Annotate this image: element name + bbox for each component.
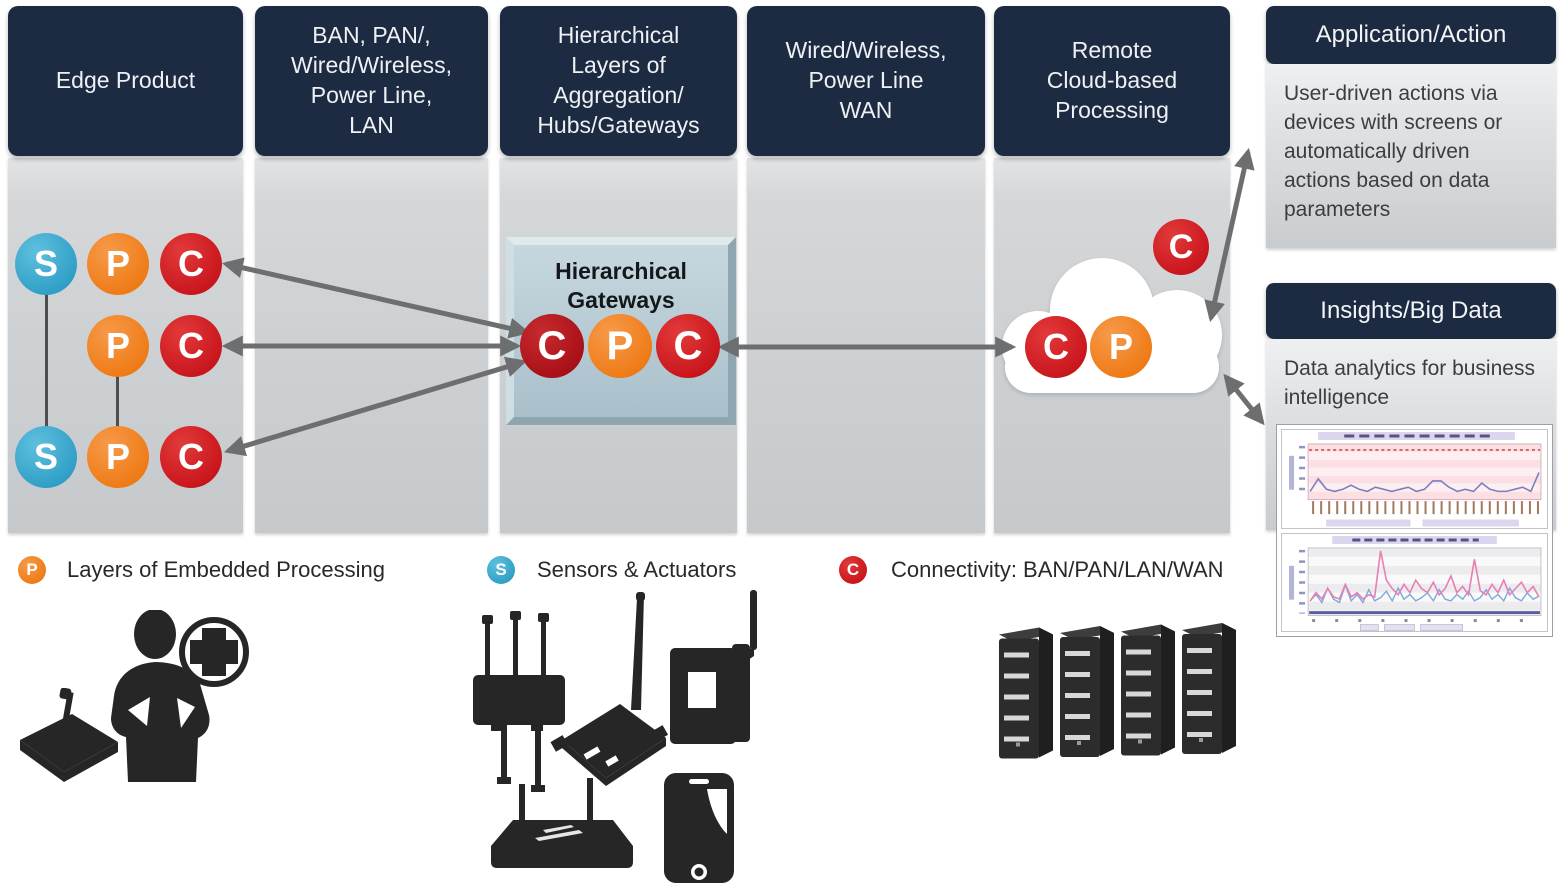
application-action-title: Application/Action [1315, 21, 1507, 48]
application-action-header: Application/Action [1266, 6, 1556, 64]
legend-symbol-processing: P [18, 556, 46, 584]
cloud-satellite-connectivity: C [1153, 219, 1209, 275]
header-wan: Wired/Wireless, Power Line WAN [747, 6, 985, 156]
gateway-node-connectivity-left: C [520, 314, 584, 378]
pole-sensor-icon [473, 611, 565, 792]
patient-with-medical-cross-icon [111, 610, 249, 782]
header-wan-label: Wired/Wireless, Power Line WAN [785, 37, 947, 123]
header-ban-pan-lan-label: BAN, PAN/, Wired/Wireless, Power Line, L… [290, 22, 452, 138]
edge-node-processing-1: P [87, 233, 149, 295]
header-edge-product-label: Edge Product [55, 67, 196, 94]
edge-node-processing-2: P [87, 315, 149, 377]
legend-label-processing: Layers of Embedded Processing [67, 557, 385, 582]
edge-node-connectivity-3: C [160, 426, 222, 488]
header-cloud-processing-label: Remote Cloud-based Processing [1046, 37, 1178, 123]
cloud-node-connectivity: C [1025, 316, 1087, 378]
cloud-node-processing: P [1090, 316, 1152, 378]
column-panel-ban-pan-lan [255, 158, 488, 533]
legend-symbol-sensors: S [487, 556, 515, 584]
legend-label-connectivity: Connectivity: BAN/PAN/LAN/WAN [891, 557, 1224, 582]
server-racks-icon [999, 623, 1236, 759]
application-action-body: User-driven actions via devices with scr… [1266, 64, 1556, 248]
insights-big-data-text: Data analytics for business intelligence [1284, 357, 1535, 409]
edge-sensor-device-icon [20, 688, 118, 782]
insights-big-data-header: Insights/Big Data [1266, 283, 1556, 339]
hierarchical-gateways-title: Hierarchical Gateways [555, 258, 687, 313]
edge-node-sensor-3: S [15, 426, 77, 488]
smartphone-icon [664, 773, 734, 883]
edge-node-processing-3: P [87, 426, 149, 488]
application-action-text: User-driven actions via devices with scr… [1284, 82, 1503, 221]
header-ban-pan-lan: BAN, PAN/, Wired/Wireless, Power Line, L… [255, 6, 488, 156]
legend-label-sensors: Sensors & Actuators [537, 557, 737, 582]
header-aggregation-label: Hierarchical Layers of Aggregation/ Hubs… [537, 22, 700, 138]
wifi-router-icon [491, 778, 633, 868]
gateway-node-processing: P [588, 314, 652, 378]
connector-p-to-p [116, 376, 119, 428]
wall-sensor-icon [670, 590, 757, 744]
header-aggregation: Hierarchical Layers of Aggregation/ Hubs… [500, 6, 737, 156]
analytics-chart-bottom [1281, 532, 1548, 632]
analytics-chart-top [1281, 429, 1548, 529]
header-edge-product: Edge Product [8, 6, 243, 156]
insights-big-data-title: Insights/Big Data [1320, 297, 1502, 324]
edge-node-sensor-1: S [15, 233, 77, 295]
edge-node-connectivity-1: C [160, 233, 222, 295]
header-cloud-processing: Remote Cloud-based Processing [994, 6, 1230, 156]
legend-symbol-connectivity: C [839, 556, 867, 584]
edge-node-connectivity-2: C [160, 315, 222, 377]
connector-s-to-s [45, 294, 48, 428]
analytics-screenshot [1276, 424, 1553, 637]
gateway-node-connectivity-right: C [656, 314, 720, 378]
gateway-antenna-device-icon [550, 592, 669, 786]
column-panel-wan [747, 158, 985, 533]
